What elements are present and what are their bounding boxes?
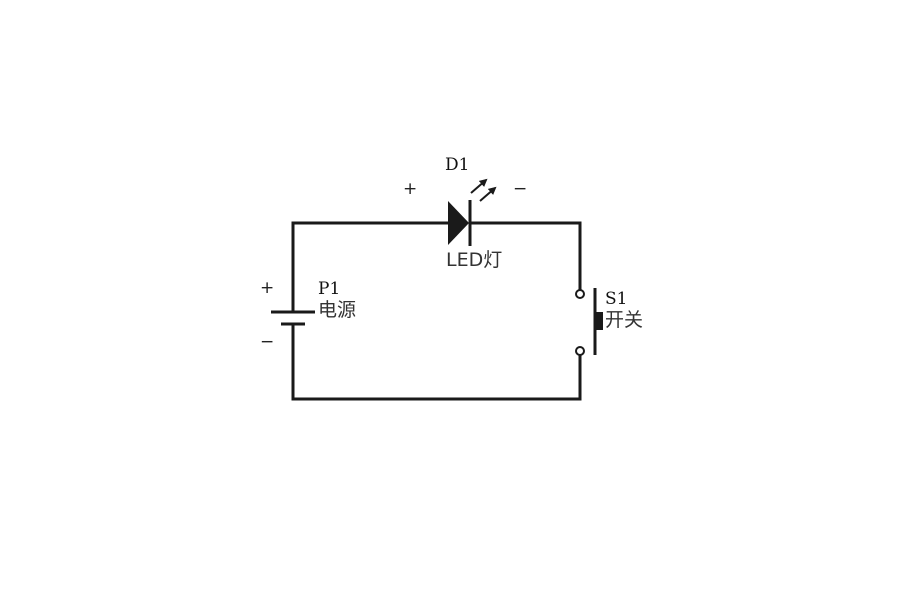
wire-right-bottom [291,323,582,401]
led-symbol [448,178,497,246]
battery-symbol [271,310,315,326]
switch-contact-bottom [575,346,585,356]
switch-symbol [575,288,603,356]
wires [291,221,582,401]
battery-name: 电源 [318,299,356,321]
switch-contact-top [575,289,585,299]
switch-button [596,312,603,330]
led-triangle [448,201,469,245]
led-minus-sign: − [513,179,527,199]
led-name: LED灯 [446,249,502,271]
switch-designator: S1 [605,289,627,309]
battery-designator: P1 [318,279,340,299]
led-emission-arrow-2 [479,186,497,202]
led-emission-arrow-1 [470,178,488,194]
led-plus-sign: + [403,179,417,199]
battery-minus-sign: − [260,332,274,352]
led-designator: D1 [445,155,469,175]
switch-name: 开关 [605,309,643,331]
wire-top-right [468,221,582,292]
battery-plus-sign: + [260,278,274,298]
